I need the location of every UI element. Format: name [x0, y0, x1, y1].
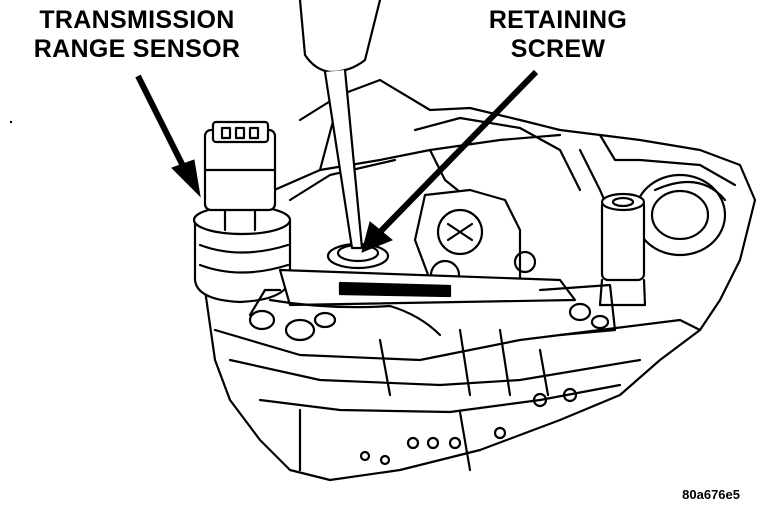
callout-arrows: [135, 69, 539, 253]
screwdriver: [298, 0, 382, 250]
screw-leader-line: [377, 69, 539, 235]
callout-trs-line1: TRANSMISSION: [39, 6, 235, 34]
screw-arrowhead: [361, 221, 393, 253]
detent-post: [600, 198, 646, 282]
sensor-leader-line: [135, 74, 189, 174]
figure-id: 80a676e5: [682, 487, 740, 502]
callout-trs-line2: RANGE SENSOR: [33, 35, 241, 63]
callout-screw-line2: SCREW: [510, 35, 606, 63]
transmission-range-sensor-body: [192, 120, 292, 304]
sensor-arrowhead: [171, 159, 201, 198]
callout-screw-line1: RETAINING: [488, 6, 628, 34]
callout-retaining-screw: RETAINING SCREW: [478, 6, 638, 64]
manual-lever-rack: [248, 268, 617, 342]
callout-transmission-range-sensor: TRANSMISSION RANGE SENSOR: [26, 6, 248, 64]
